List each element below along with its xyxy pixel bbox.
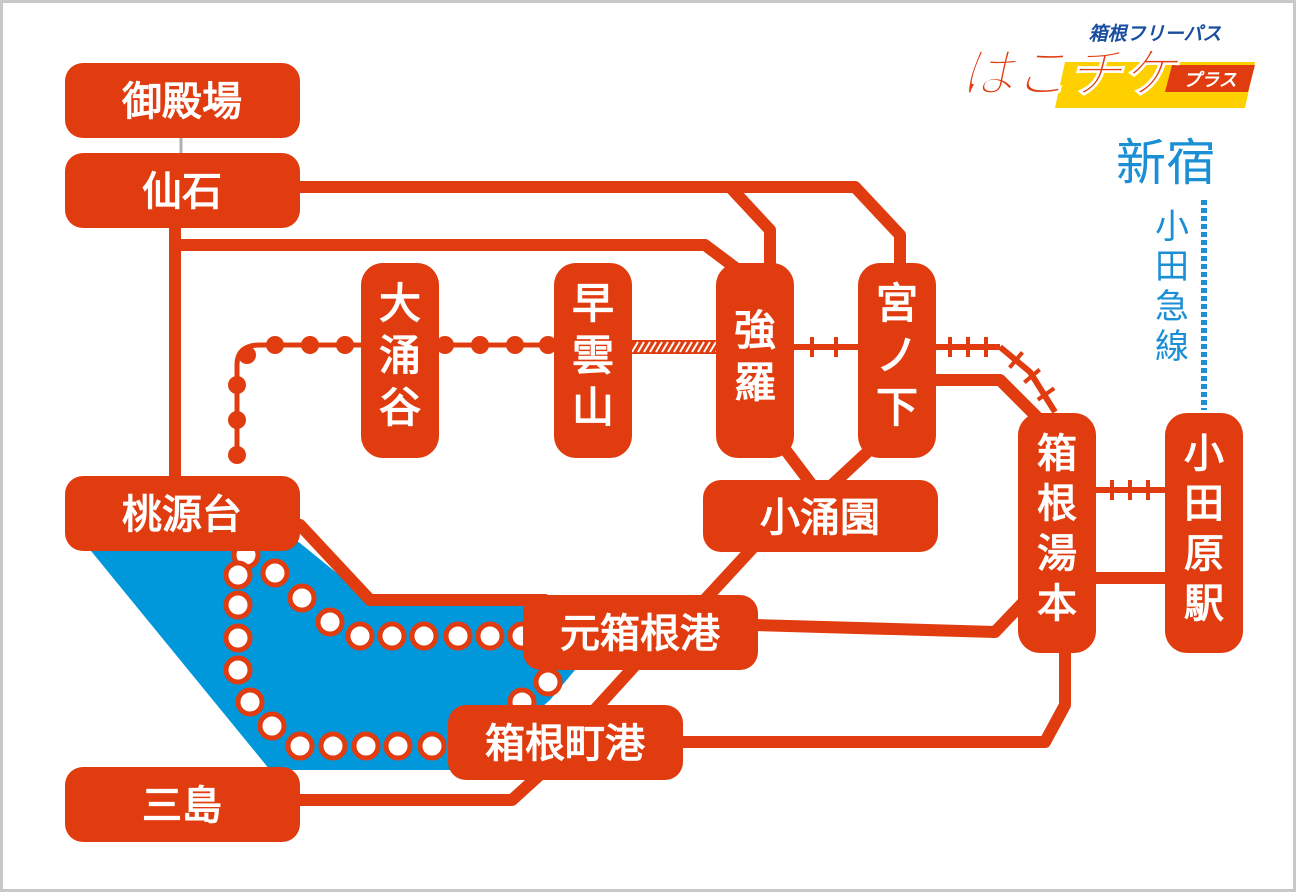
ropeway-dot [301,336,319,354]
boat-route-dot [409,621,439,651]
boat-route-dot [533,667,563,697]
ropeway-dot [228,376,246,394]
station-kowakien-label: 小涌園 [760,495,880,541]
route-sengoku-gora [284,181,776,276]
boat-route-dot [260,558,290,588]
station-miyanoshita[interactable]: 宮ノ下 [858,263,936,458]
station-mishima-label: 三島 [142,783,222,829]
ropeway-dot [266,336,284,354]
station-sengoku[interactable]: 仙石 [65,153,300,228]
ropeway-dot [238,346,256,364]
station-mishima[interactable]: 三島 [65,767,300,842]
boat-route-dot [383,731,413,761]
boat-route-dot [318,731,348,761]
station-odawara-label: 小田原駅 [1184,431,1224,627]
boat-route-dot [257,711,287,741]
ropeway-dot [506,336,524,354]
route-sengoku-miyanoshita [724,181,906,276]
boat-route-dot [223,655,253,685]
station-yumoto[interactable]: 箱根湯本 [1018,413,1096,653]
station-motohakone[interactable]: 元箱根港 [523,595,758,670]
railway-line [790,337,1170,500]
boat-route-dot [345,621,375,651]
station-owakudani[interactable]: 大涌谷 [361,263,439,458]
station-togendai[interactable]: 桃源台 [65,476,300,551]
logo-subtitle: 箱根フリーパス [1089,23,1222,45]
logo-suffix: プラス [1183,70,1237,91]
station-motohakone-label: 元箱根港 [560,611,721,657]
station-kowakien[interactable]: 小涌園 [703,480,938,552]
boat-route-dot [315,607,345,637]
logo-main: はこチケ [960,42,1181,105]
ropeway-dot [471,336,489,354]
shinjuku-label: 新宿 [1116,134,1216,192]
ropeway-dot [539,336,557,354]
ropeway-dot [228,446,246,464]
boat-route-dot [287,583,317,613]
boat-route-dot [443,621,473,651]
station-sounzan-label: 早雲山 [572,279,614,432]
ropeway-dot [436,336,454,354]
station-hakonemachi[interactable]: 箱根町港 [448,705,683,780]
odakyu-line-label: 小田急線 [1155,207,1189,367]
station-togendai-label: 桃源台 [122,492,242,538]
station-miyanoshita-label: 宮ノ下 [876,279,918,432]
station-gotemba[interactable]: 御殿場 [65,63,300,138]
boat-route-dot [223,560,253,590]
cable-car-line [628,340,723,354]
boat-route-dot [235,687,265,717]
boat-route-dot [223,623,253,653]
logo-red-tag [1165,65,1255,92]
station-hakonemachi-label: 箱根町港 [485,721,646,767]
station-sengoku-label: 仙石 [142,169,222,215]
ropeway-dot [228,411,246,429]
boat-route-dot [475,621,505,651]
boat-route-dot [351,731,381,761]
route-hakonemachi-yumoto [674,634,1071,748]
station-gora-label: 強羅 [734,306,776,407]
boat-route-dot [223,590,253,620]
ropeway-line [228,336,560,464]
station-odawara[interactable]: 小田原駅 [1165,413,1243,653]
station-sounzan[interactable]: 早雲山 [554,263,632,458]
ropeway-dot [336,336,354,354]
station-gora[interactable]: 強羅 [716,263,794,458]
boat-route-dot [377,621,407,651]
hakochike-plus-logo: 箱根フリーパス はこチケ プラス [960,23,1255,108]
boat-route-dot [285,731,315,761]
station-owakudani-label: 大涌谷 [379,279,421,432]
route-miyanoshita-yumoto [924,374,1046,426]
station-gotemba-label: 御殿場 [121,79,242,125]
boat-route-dot [417,731,447,761]
station-yumoto-label: 箱根湯本 [1037,431,1077,627]
